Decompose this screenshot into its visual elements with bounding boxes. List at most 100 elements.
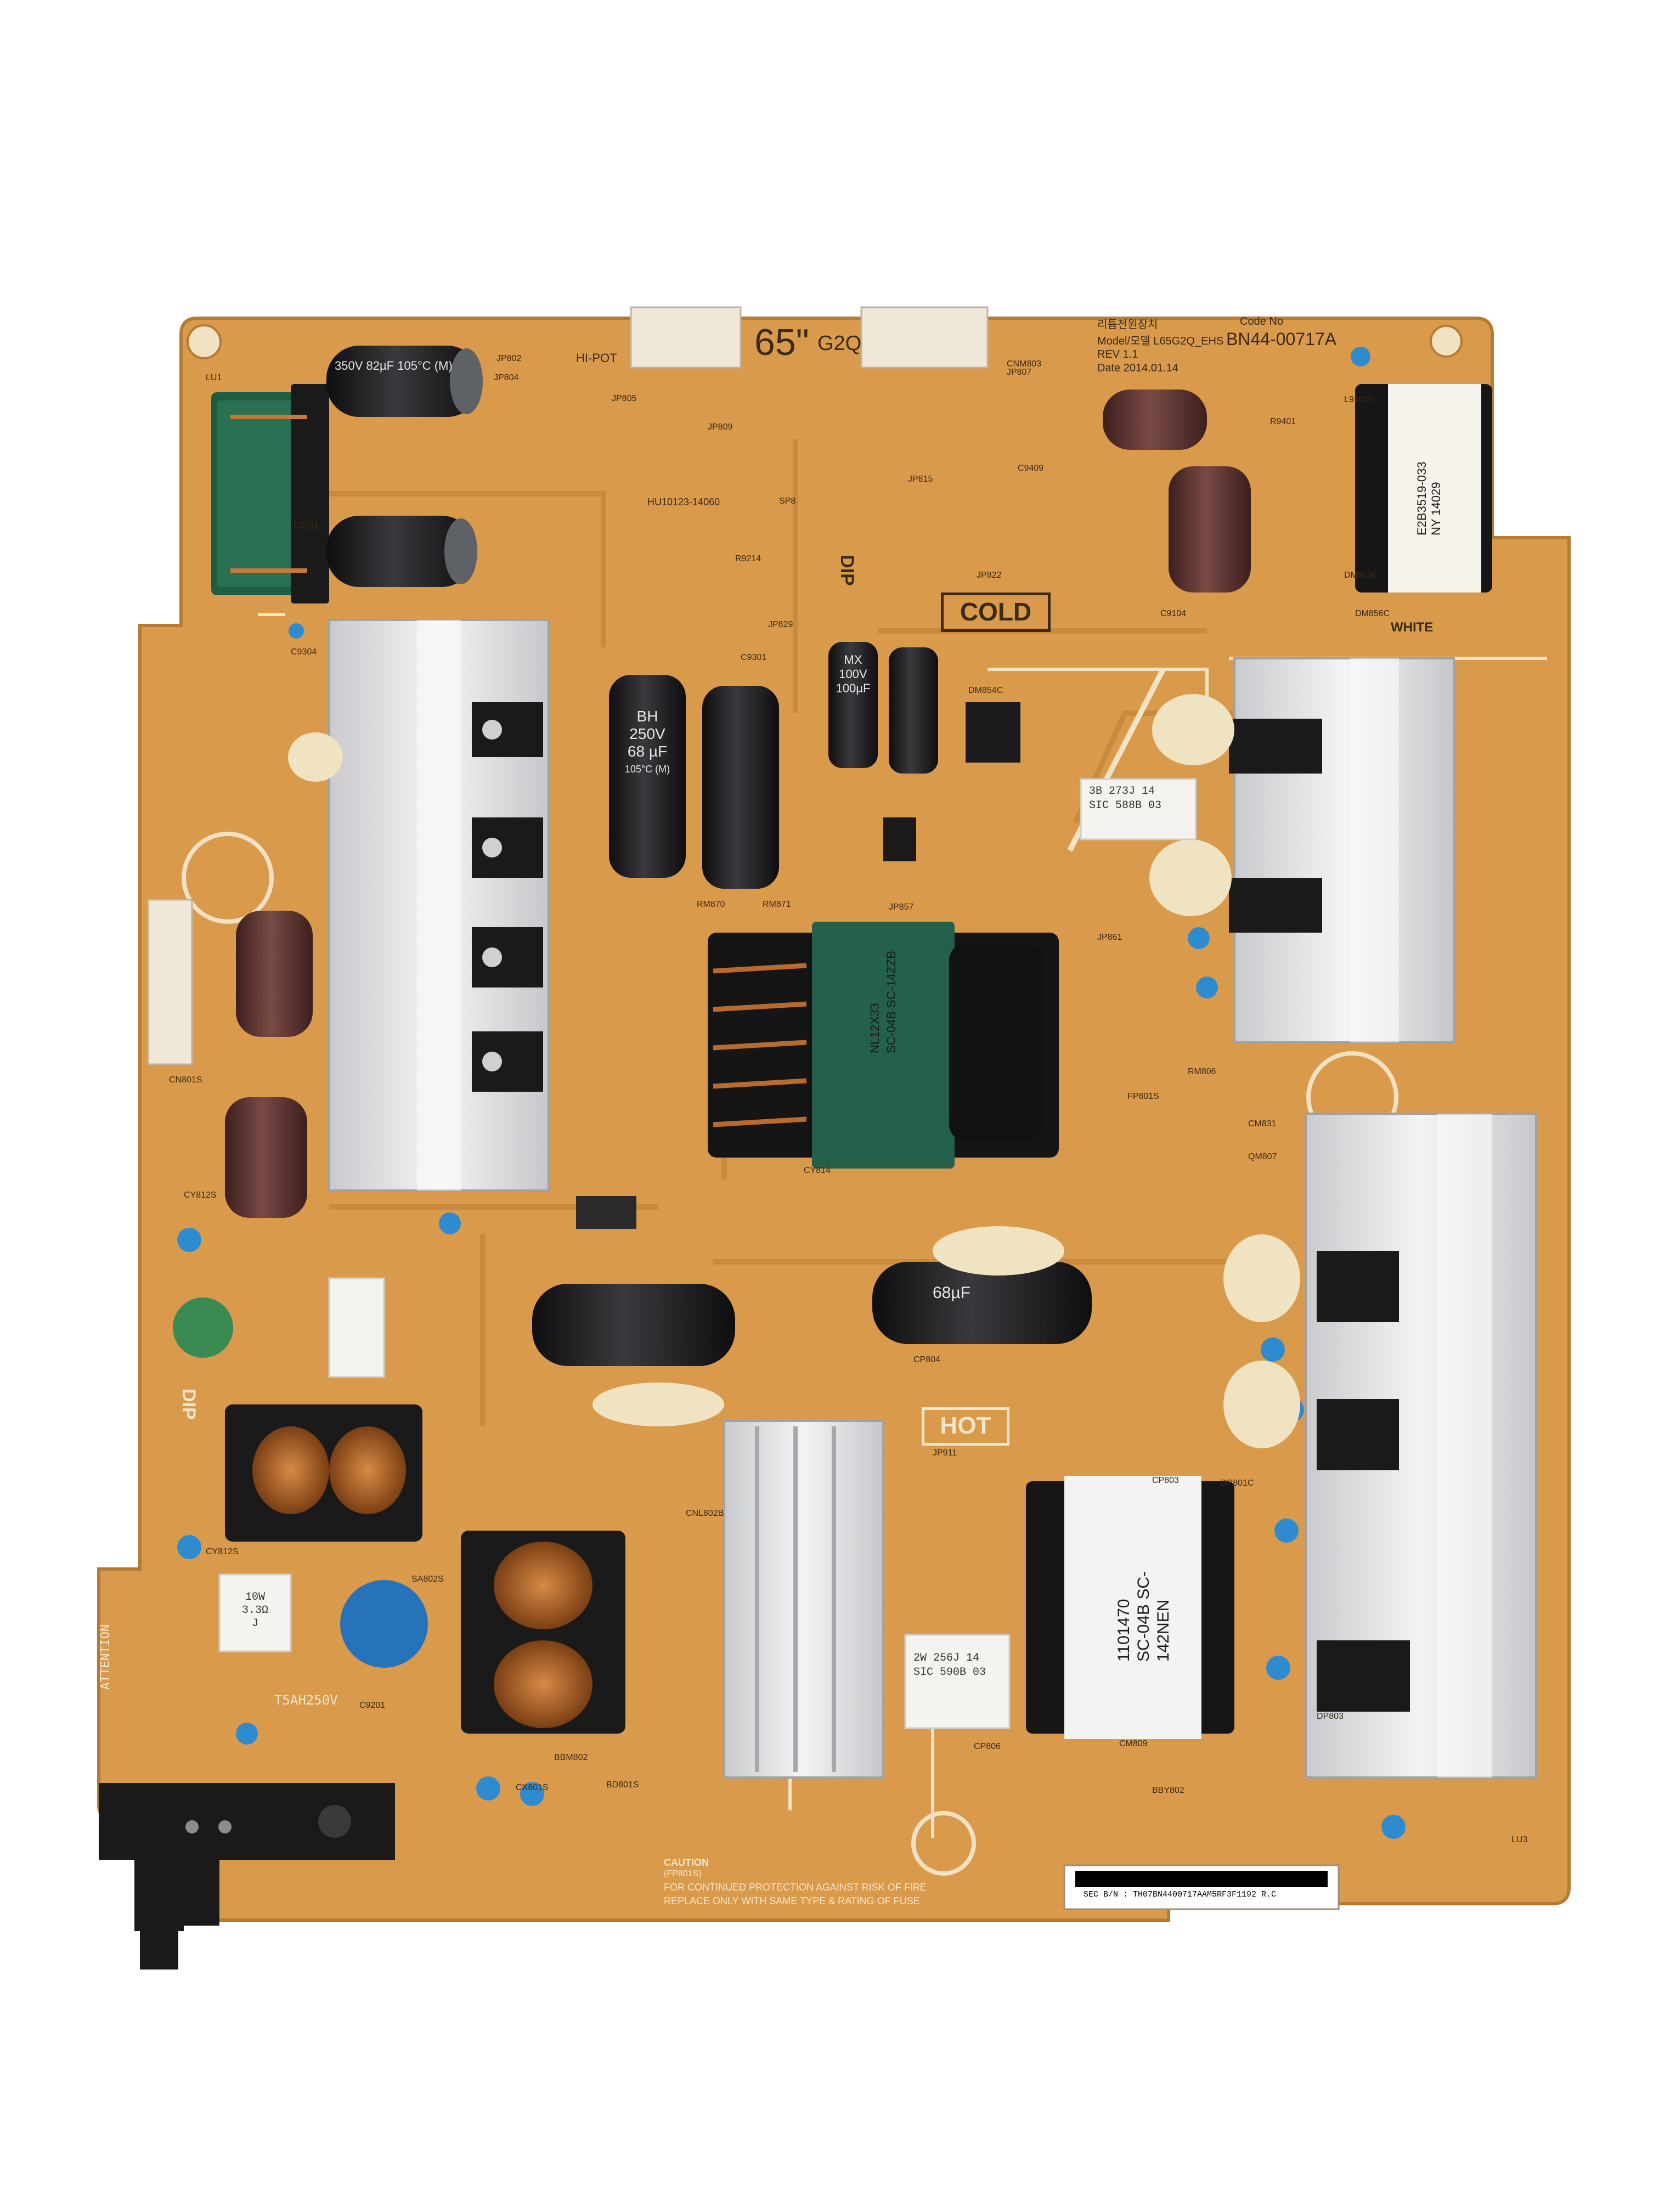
ref-designator: DP801C (1221, 1479, 1254, 1488)
heatsink-right-bottom (1305, 1113, 1537, 1779)
serial-label: SEC B/N : TH07BN4400717AAM5RF3F1192 R.C (1084, 1890, 1277, 1899)
cert-line: HU10123-14060 (647, 496, 720, 507)
heatsink-center-bottom (723, 1420, 884, 1779)
cap-68-label: 68µF (933, 1284, 970, 1302)
ac-inlet (99, 1783, 395, 1970)
caution-line-1: FOR CONTINUED PROTECTION AGAINST RISK OF… (664, 1882, 927, 1893)
cap-100v-a: MX 100V 100µF (831, 653, 875, 696)
hot-marking: HOT (922, 1407, 1009, 1446)
ref-designator: DM853C (1344, 571, 1379, 580)
dip-marking-left: DIP (178, 1389, 199, 1420)
transformer-led (1355, 384, 1492, 592)
res-line: 3.3Ω (241, 1604, 268, 1617)
code-heading: Code No (1240, 315, 1283, 328)
cap-250v-a: BH 250V 68 µF 105°C (M) (617, 708, 678, 778)
ref-designator: JP809 (708, 422, 733, 432)
ref-designator: CP803 (1152, 1476, 1179, 1485)
transformer-standby (1026, 1476, 1234, 1739)
ref-designator: CM809 (1119, 1739, 1148, 1748)
standby-xfmr-marking: 1101470 SC-04B SC-142NEN (1114, 1525, 1173, 1662)
ref-designator: JP861 (1097, 933, 1122, 942)
xfmr-line: SC-04B SC-14ZZB (884, 950, 898, 1053)
xfmr-line: NL12X33 (868, 1003, 882, 1053)
ref-designator: JP911 (933, 1448, 957, 1458)
ref-designator: SA802S (411, 1575, 444, 1584)
cap-voltage: 350V (335, 359, 363, 373)
ref-designator: QM807 (1248, 1152, 1277, 1161)
cap-voltage: 100V (839, 667, 867, 681)
ref-designator: SP8 (779, 496, 796, 506)
ref-designator: BBM802 (554, 1753, 588, 1762)
xfmr-line: 1101470 (1115, 1599, 1133, 1662)
xfmr-line: E2B3519-033 (1415, 461, 1429, 535)
ref-designator: BBY802 (1152, 1786, 1184, 1795)
caution-title: CAUTION (664, 1857, 709, 1868)
ref-designator: L9101C (1344, 395, 1375, 404)
cap-series: MX (844, 653, 862, 667)
ref-designator: CY814 (804, 1166, 831, 1175)
ref-designator: JP822 (977, 571, 1002, 580)
ref-designator: RM806 (1188, 1067, 1216, 1076)
ref-designator: CX801S (516, 1783, 549, 1792)
ref-designator: RM871 (763, 900, 791, 909)
xfmr-line: SC-04B SC-142NEN (1135, 1571, 1172, 1662)
res-line: J (251, 1617, 258, 1630)
ref-designator: CNM803 (1007, 359, 1042, 369)
ref-designator: JP815 (908, 475, 933, 484)
xfmr-line: NY 14029 (1429, 482, 1443, 535)
ref-designator: JP807 (1007, 368, 1032, 377)
ref-designator: CP806 (974, 1742, 1001, 1751)
fuse-rating: T5AH250V (274, 1692, 338, 1708)
ref-designator: C9211 (294, 521, 319, 531)
ref-designator: CN801S (169, 1075, 202, 1085)
heatsink-left (328, 619, 550, 1192)
board-size-label: 65" (754, 321, 809, 363)
ref-designator: CY812S (184, 1190, 217, 1200)
ref-designator: C9409 (1018, 464, 1044, 473)
cap-temp: 105°C (M) (397, 359, 453, 373)
ref-designator: RM870 (697, 900, 725, 909)
cap-series: BH (636, 708, 658, 725)
ref-designator: JP802 (496, 354, 522, 363)
rev-line: REV 1.1 (1097, 348, 1138, 360)
relay-line: SIC 588B 03 (1089, 799, 1162, 812)
ref-designator: CM831 (1248, 1119, 1277, 1128)
cap-capacitance: 100µF (836, 681, 871, 695)
ref-designator: C9304 (291, 647, 317, 657)
hi-pot-label: HI-POT (576, 351, 617, 365)
cap-capacitance: 82µF (366, 359, 394, 373)
dip-marking-top: DIP (836, 555, 857, 586)
date-line: Date 2014.01.14 (1097, 362, 1178, 374)
led-xfmr-marking: E2B3519-033 NY 14029 (1415, 426, 1443, 535)
cap-temp: 105°C (M) (624, 764, 670, 775)
cap-capacitance: 68 µF (627, 743, 668, 760)
relay-line: 2W 256J 14 (913, 1652, 980, 1664)
ref-designator: R9401 (1270, 417, 1296, 426)
ref-designator: DM856C (1355, 609, 1390, 618)
ref-designator: DP803 (1317, 1712, 1344, 1721)
ref-designator: FP801S (1127, 1092, 1159, 1101)
ref-designator: LU3 (1511, 1835, 1528, 1844)
cold-marking: COLD (941, 592, 1051, 632)
cap-voltage: 250V (629, 725, 665, 742)
kr-header: 리튬전원장치 (1097, 319, 1158, 331)
ref-designator: LU1 (206, 373, 222, 382)
caution-sub: (FP801S) (664, 1869, 702, 1878)
relay-line: SIC 590B 03 (913, 1666, 986, 1679)
white-marking: WHITE (1391, 620, 1434, 635)
ref-designator: JP857 (889, 902, 914, 912)
cap-350v-top: 350V 82µF 105°C (M) (335, 359, 466, 373)
ref-designator: CP804 (913, 1355, 940, 1364)
ref-designator: JP804 (494, 373, 519, 382)
caution-line-2: REPLACE ONLY WITH SAME TYPE & RATING OF … (664, 1895, 920, 1906)
ref-designator: DM854C (968, 686, 1003, 695)
ref-designator: CNL802B (686, 1509, 724, 1518)
main-xfmr-marking: NL12X33 SC-04B SC-14ZZB (867, 933, 900, 1053)
attention-label: ATTENTION (99, 1624, 112, 1690)
ref-designator: R9214 (735, 554, 761, 563)
relay-line: 3B 273J 14 (1089, 785, 1155, 798)
res-line: 10W (245, 1591, 265, 1604)
transformer-main (708, 922, 1059, 1169)
relay-marking: 3B 273J 14 SIC 588B 03 (1089, 785, 1193, 813)
ref-designator: C9201 (359, 1701, 386, 1710)
